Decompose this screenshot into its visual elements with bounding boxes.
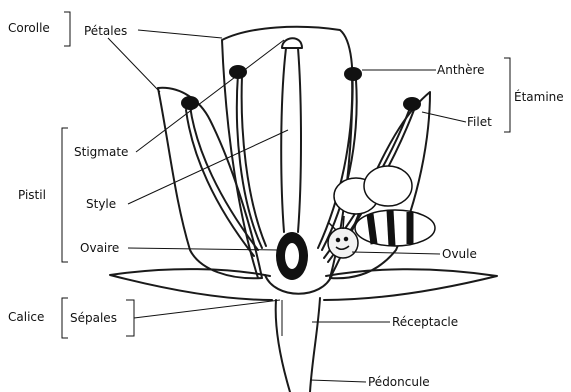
sepal-left [110,269,272,300]
label-pistil: Pistil [18,188,46,202]
petales-line [138,30,222,38]
label-style: Style [86,197,116,211]
label-ovule: Ovule [442,247,477,261]
stigmate-shape [282,38,302,48]
label-anthere: Anthère [437,63,485,77]
style-shape [281,48,301,232]
label-filet: Filet [467,115,492,129]
petales-line-2 [108,38,160,92]
pistil-bracket [62,128,68,262]
filet-2b [242,76,266,246]
label-stigmate: Stigmate [74,145,128,159]
label-sepales: Sépales [70,311,117,325]
sepales-bracket [126,300,134,336]
bee-eye-right [345,238,348,241]
label-ovaire: Ovaire [80,241,119,255]
label-pedoncule: Pédoncule [368,375,430,389]
pedoncule-shape-right [310,298,320,392]
anthere-4 [403,97,421,111]
sepal-right [324,269,497,300]
label-calice: Calice [8,310,44,324]
label-petales: Pétales [84,24,127,38]
corolle-bracket [64,12,70,46]
pedoncule-shape [276,300,290,392]
stigmate-line [136,40,284,152]
anthere-3 [344,67,362,81]
bee-stripe-1 [370,214,374,244]
label-corolle: Corolle [8,21,50,35]
ovaire-inner [285,243,299,269]
bee-head [328,228,358,258]
bee-stripe-2 [390,210,392,246]
sepales-line [134,300,282,336]
ovule-line [352,252,440,254]
anthere-2 [229,65,247,79]
pedoncule-line [310,380,366,382]
anthere-1 [181,96,199,110]
calice-bracket [62,298,68,338]
label-etamine: Étamine [514,90,564,104]
style-line [128,130,288,204]
bee-eye-left [337,239,340,242]
bee-wing-right [364,166,412,206]
etamine-bracket [504,58,510,132]
label-receptacle: Réceptacle [392,315,458,329]
